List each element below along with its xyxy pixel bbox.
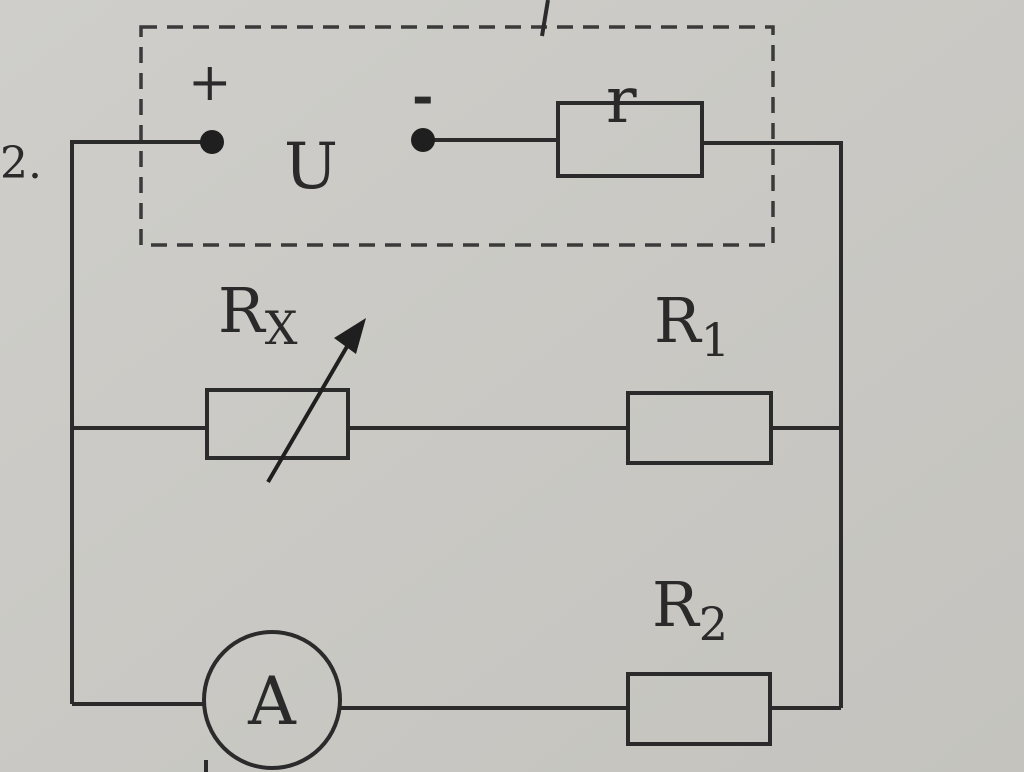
resistor-r2 [626, 672, 772, 746]
top-pointer-mark [540, 0, 550, 37]
internal-resistance-label: r [606, 64, 637, 138]
r2-label: R2 [652, 568, 728, 651]
rx-label: RX [218, 274, 298, 355]
negative-terminal-dot [411, 128, 435, 152]
ammeter-icon [202, 630, 342, 770]
positive-terminal-dot [200, 130, 224, 154]
resistor-r1 [626, 391, 773, 465]
variable-resistor-rx [205, 388, 350, 460]
voltage-label: U [284, 130, 338, 204]
source-dashed-box [139, 25, 775, 247]
negative-terminal-label: - [412, 66, 434, 127]
positive-terminal-label: + [188, 53, 232, 113]
ammeter-label: A [247, 663, 297, 740]
figure-number: 2. [0, 138, 42, 189]
r1-label: R1 [654, 284, 730, 367]
variable-arrow-shaft [266, 336, 354, 484]
right-outer-wire [702, 141, 843, 708]
variable-arrow-icon [334, 318, 366, 354]
internal-resistor [556, 101, 704, 178]
left-outer-wire [70, 140, 212, 704]
